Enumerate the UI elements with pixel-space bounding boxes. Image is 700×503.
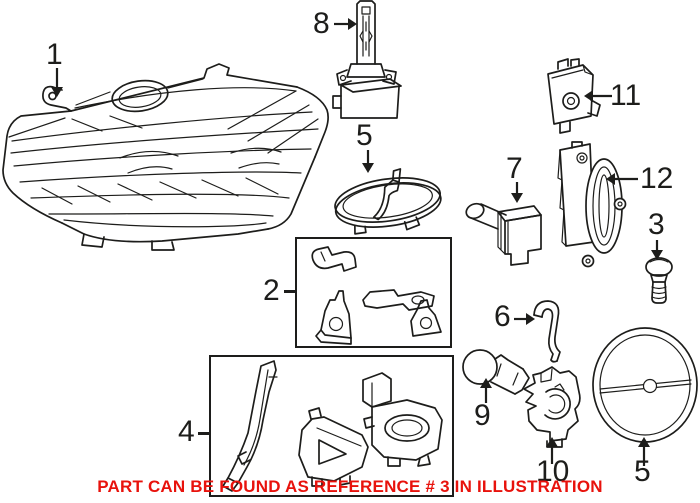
callout-5-mid-label: 5: [356, 119, 373, 152]
callout-12-label: 12: [640, 162, 674, 195]
callout-11-label: 11: [610, 79, 642, 112]
callout-6-arrow-icon: [514, 313, 535, 325]
callout-1-label: 1: [46, 38, 63, 71]
callout-4-leader-line: [198, 432, 211, 435]
cover-set-box: [209, 355, 454, 497]
round-cover-cap-drawing: [592, 327, 698, 443]
callout-3-arrow-icon: [651, 240, 663, 260]
callout-2-leader-line: [284, 290, 297, 293]
bracket-set-drawing: [311, 246, 442, 345]
bulb-drawing: [462, 349, 530, 395]
callout-2-label: 2: [263, 274, 280, 307]
callout-10-arrow-icon: [546, 437, 558, 464]
callout-6-label: 6: [494, 300, 511, 333]
cover-set-drawing: [222, 360, 443, 492]
callout-4-label: 4: [178, 415, 195, 448]
callout-1-arrow-icon: [51, 68, 63, 97]
callout-5-mid-arrow-icon: [362, 150, 374, 173]
headlamp-assembly-drawing: [2, 63, 329, 251]
callout-7-arrow-icon: [511, 182, 523, 203]
callout-5-br-label: 5: [634, 455, 651, 488]
retaining-clip-drawing: [533, 300, 561, 363]
callout-9-arrow-icon: [480, 378, 492, 403]
bracket-set-box: [295, 237, 452, 348]
socket-module-drawing: [465, 202, 542, 266]
reference-notice: PART CAN BE FOUND AS REFERENCE # 3 IN IL…: [97, 477, 603, 496]
callout-8-label: 8: [313, 7, 330, 40]
callout-12-arrow-icon: [606, 173, 638, 185]
callout-8-arrow-icon: [334, 18, 357, 30]
xenon-bulb-igniter-drawing: [332, 0, 402, 119]
ballast-unit-drawing: [557, 141, 627, 268]
callout-7-label: 7: [506, 152, 523, 185]
callout-3-label: 3: [648, 208, 665, 241]
callout-5-br-arrow-icon: [638, 437, 650, 466]
callout-9-label: 9: [474, 399, 491, 432]
oval-access-cap-drawing: [334, 168, 442, 235]
screw-drawing: [645, 257, 673, 304]
callout-11-arrow-icon: [584, 90, 612, 102]
